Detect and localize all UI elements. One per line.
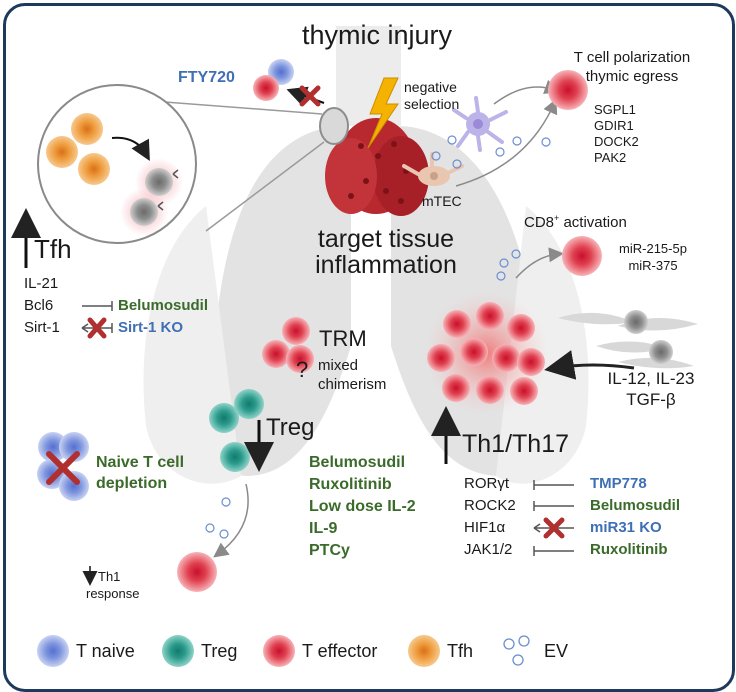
tfh-gene-bcl6: Bcl6	[24, 297, 54, 314]
mtec-label: mTEC	[422, 193, 462, 209]
th1th17-drug-ruxolitinib: Ruxolitinib	[590, 541, 668, 558]
trm-question: ?	[296, 357, 309, 382]
t-naive-cell-icon	[59, 471, 89, 501]
block-x-icon	[87, 317, 107, 339]
diagram-frame: thymic injury target tissue inflammation…	[3, 3, 735, 692]
mir-item: miR-215-5p	[619, 241, 687, 256]
macrophage-icon	[649, 340, 673, 364]
treg-cell-icon	[234, 389, 264, 419]
treg-cell-icon	[162, 635, 194, 667]
tfh-gene-il21: IL-21	[24, 275, 59, 292]
negative-selection-label: negative selection	[404, 79, 460, 112]
drug-fty720: FTY720	[178, 69, 235, 86]
mir-item: miR-375	[628, 258, 678, 273]
th1th17-gene-rock2: ROCK2	[464, 497, 516, 514]
t-effector-cell-icon	[282, 317, 310, 345]
thymus-icon	[325, 118, 429, 216]
legend-label-treg: Treg	[201, 641, 238, 661]
trm-title: TRM	[319, 326, 367, 351]
legend-label-tfh: Tfh	[447, 641, 474, 661]
t-naive-cell-icon	[59, 432, 89, 462]
antibody-cell-icon	[145, 168, 173, 196]
th1th17-drug-mir31-ko: miR31 KO	[590, 519, 662, 536]
treg-cell-icon	[209, 403, 239, 433]
th1th17-drug-tmp778: TMP778	[590, 475, 647, 492]
treg-drug-item: IL-9	[309, 520, 338, 537]
cd8-mir-list: miR-215-5p miR-375	[610, 240, 696, 274]
tfh-cell-icon	[408, 635, 440, 667]
macrophage-icon	[624, 310, 648, 334]
t-effector-cell-icon	[253, 75, 279, 101]
gene-item: DOCK2	[594, 134, 639, 149]
trm-subtitle: mixed chimerism	[318, 357, 387, 393]
cd8-activation-label: CD8+ activation	[524, 213, 627, 231]
lightning-bolt-icon	[367, 77, 399, 149]
tfh-drug-belumosudil: Belumosudil	[118, 297, 209, 314]
dendritic-cell-icon	[452, 96, 508, 152]
tfh-drug-sirt1-ko: Sirt-1 KO	[118, 319, 184, 336]
polarization-gene-list: SGPL1 GDIR1 DOCK2 PAK2	[594, 102, 639, 166]
th1th17-title: Th1/Th17	[462, 430, 570, 458]
legend-label-ev: EV	[544, 641, 569, 661]
block-x-icon	[543, 517, 565, 539]
antibody-cell-icon	[130, 198, 158, 226]
effector-cell-cluster	[427, 302, 545, 405]
t-naive-cell-icon	[37, 635, 69, 667]
t-naive-cell-icon	[38, 432, 68, 462]
gene-item: SGPL1	[594, 102, 636, 117]
treg-drug-list: Belumosudil Ruxolitinib Low dose IL-2 IL…	[309, 452, 416, 562]
naive-depletion-label: Naive T cell depletion	[96, 454, 185, 492]
th1th17-gene-jak12: JAK1/2	[464, 541, 513, 558]
t-effector-cell-icon	[262, 340, 290, 368]
fibroblast-icon	[558, 312, 698, 369]
gene-item: GDIR1	[594, 118, 634, 133]
t-effector-cell-icon	[562, 236, 602, 276]
block-x-icon	[46, 451, 80, 485]
th1th17-drug-belumosudil: Belumosudil	[590, 497, 681, 514]
polarization-label: T cell polarization thymic egress	[573, 49, 691, 85]
th1th17-gene-hif1a: HIF1α	[464, 519, 506, 536]
legend-label-t-effector: T effector	[302, 641, 378, 661]
th1th17-gene-rorgt: RORγt	[464, 475, 509, 492]
tfh-cell-icon	[78, 153, 110, 185]
th1-response-label: Th1 response	[86, 569, 140, 601]
diagram-title: thymic injury	[302, 20, 453, 50]
tfh-cell-icon	[46, 136, 78, 168]
diagram-canvas	[10, 26, 698, 667]
treg-drug-item: PTCy	[309, 542, 350, 559]
treg-drug-item: Ruxolitinib	[309, 476, 392, 493]
lymph-node-icon	[319, 107, 349, 145]
ev-vesicles-icon	[503, 635, 530, 666]
t-effector-cell-icon	[177, 552, 217, 592]
t-effector-cell-icon	[286, 345, 314, 373]
gene-item: PAK2	[594, 150, 627, 165]
tfh-gene-sirt1: Sirt-1	[24, 319, 60, 336]
treg-title: Treg	[266, 414, 315, 441]
cytokines-label: IL-12, IL-23 TGF-β	[607, 369, 695, 409]
tfh-title: Tfh	[34, 234, 72, 264]
treg-drug-item: Low dose IL-2	[309, 498, 416, 515]
treg-cell-icon	[220, 442, 250, 472]
center-title: target tissue inflammation	[315, 225, 457, 279]
t-effector-cell-icon	[263, 635, 295, 667]
tfh-cell-icon	[71, 113, 103, 145]
legend-label-t-naive: T naive	[76, 641, 135, 661]
t-effector-cell-icon	[548, 70, 588, 110]
treg-drug-item: Belumosudil	[309, 454, 406, 471]
block-x-icon	[299, 85, 321, 107]
